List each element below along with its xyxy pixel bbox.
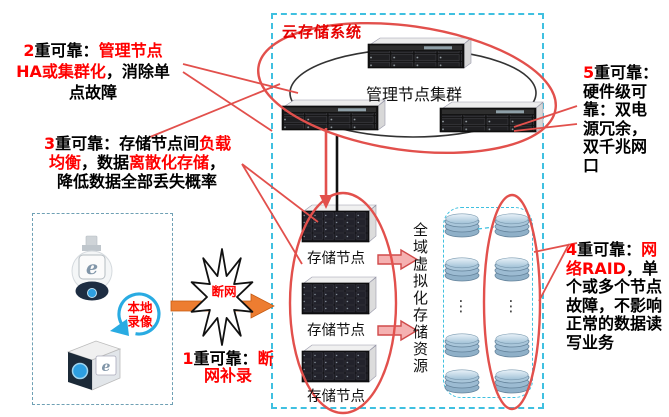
virtual-pool-boundary (443, 207, 533, 398)
callout-leaders (149, 63, 578, 302)
svg-text:e: e (86, 257, 98, 279)
record-loop-arrow-icon (110, 292, 161, 336)
virtual-pool-label: 全域虚拟化存储资源 (411, 222, 429, 375)
annotation-3: 3重可靠：存储节点间负载 均衡，数据离散化存储， 降低数据全部丢失概率 (44, 134, 232, 191)
annotation-1: 1重可靠：断 网补录 (182, 349, 274, 385)
annotation-4: 4重可靠：网 络RAID，单 个或多个节点 故障，不影响 正常的数据读 写业务 (566, 240, 663, 352)
disconnect-label: 断网 (211, 284, 237, 299)
storage-node-label: 存储节点 (307, 251, 365, 267)
cluster-storage-link (319, 128, 339, 211)
storage-disk-icons (444, 213, 530, 394)
explosion-burst-icon (190, 248, 254, 346)
pool-arrow (377, 248, 419, 342)
storage-node-label: 存储节点 (307, 323, 365, 339)
svg-text:e: e (102, 359, 111, 375)
annotation-5: 5重可靠： 硬件级可 靠：双电 源冗余， 双千兆网 口 (583, 63, 659, 175)
disk-ellipsis: ⋮ (503, 297, 519, 315)
management-server-icon (439, 101, 544, 133)
management-server-icon (367, 37, 472, 69)
storage-node-label: 存储节点 (307, 389, 365, 405)
box-camera-icon: e (66, 340, 122, 391)
storage-server-icon (301, 344, 377, 383)
cloud-system-title: 云存储系统 (282, 23, 363, 41)
cluster-label: 管理节点集群 (365, 85, 462, 104)
dome-camera-icon: e (71, 235, 113, 301)
disk-ellipsis: ⋮ (453, 297, 469, 315)
annotation-2: 2重可靠：管理节点 HA或集群化，消除单 点故障 (16, 41, 170, 102)
local-record-label: 本地 录像 (127, 300, 153, 329)
highlight-ellipses (257, 21, 557, 415)
storage-server-icon (301, 276, 377, 315)
cloud-system-boundary (271, 13, 544, 409)
